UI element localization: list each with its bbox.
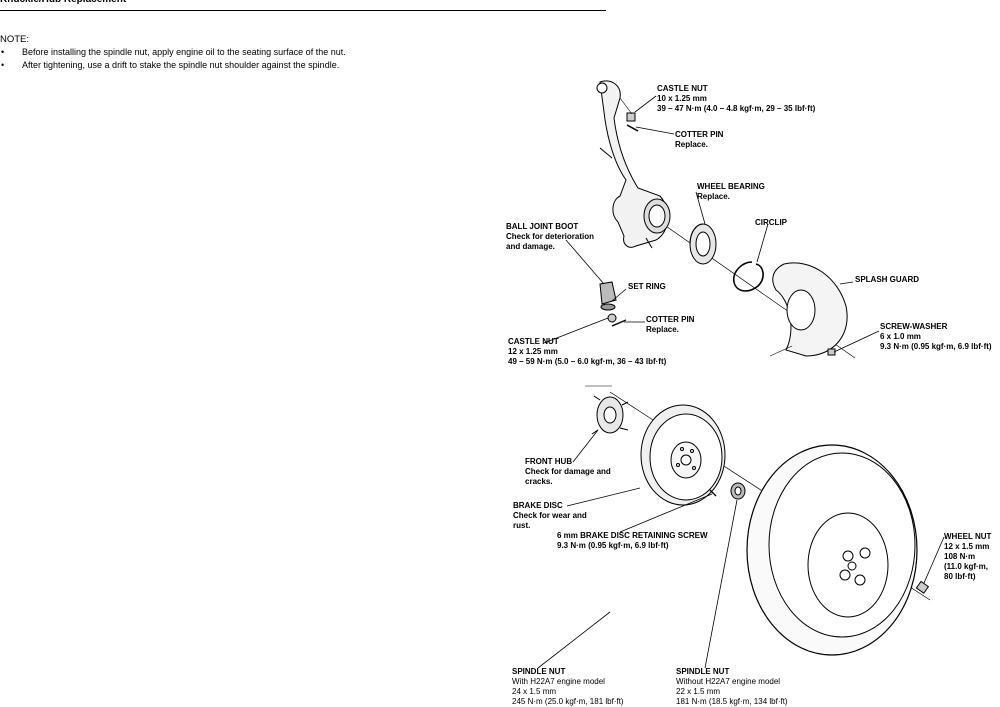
castle-nut-top-name: CASTLE NUT bbox=[657, 84, 708, 93]
cotter-pin-bottom-name: COTTER PIN bbox=[646, 315, 695, 324]
brake-disc-drawing bbox=[640, 404, 726, 506]
cotter-pin-bottom-label: COTTER PIN Replace. bbox=[646, 315, 694, 335]
retaining-screw-name: 6 mm BRAKE DISC RETAINING SCREW bbox=[557, 531, 708, 540]
brake-disc-label: BRAKE DISC Check for wear and rust. bbox=[513, 501, 587, 531]
splash-guard-label: SPLASH GUARD bbox=[855, 275, 919, 285]
splash-guard-drawing bbox=[769, 262, 848, 357]
leader-lines bbox=[537, 95, 945, 669]
set-ring-label: SET RING bbox=[628, 282, 666, 292]
wheel-nut-drawing bbox=[915, 580, 930, 594]
spindle-nut-with-model: With H22A7 engine model bbox=[512, 677, 605, 686]
splash-guard-name: SPLASH GUARD bbox=[855, 275, 920, 284]
screw-washer-label: SCREW-WASHER 6 x 1.0 mm 9.3 N·m (0.95 kg… bbox=[880, 322, 992, 352]
spindle-nut-with-name: SPINDLE NUT bbox=[512, 667, 566, 676]
circlip-drawing bbox=[732, 261, 764, 292]
front-hub-name: FRONT HUB bbox=[525, 457, 573, 466]
knuckle-drawing bbox=[596, 80, 671, 249]
spindle-nut-without-model: Without H22A7 engine model bbox=[676, 677, 781, 686]
ball-joint-boot-name: BALL JOINT BOOT bbox=[506, 222, 579, 231]
note-text: Before installing the spindle nut, apply… bbox=[22, 47, 346, 57]
front-hub-note-1: Check for damage and bbox=[525, 467, 611, 476]
set-ring-name: SET RING bbox=[628, 282, 666, 291]
front-hub-drawing bbox=[585, 385, 629, 435]
wheel-nut-size: 12 x 1.5 mm bbox=[944, 542, 990, 551]
wheel-bearing-drawing bbox=[689, 223, 717, 265]
castle-nut-bottom-size: 12 x 1.25 mm bbox=[508, 347, 558, 356]
wheel-bearing-name: WHEEL BEARING bbox=[697, 182, 765, 191]
note-text: After tightening, use a drift to stake t… bbox=[22, 59, 340, 70]
note-item: • Before installing the spindle nut, appl… bbox=[0, 46, 346, 59]
screw-washer-drawing bbox=[827, 348, 836, 356]
spindle-nut-with-size: 24 x 1.5 mm bbox=[512, 687, 557, 696]
castle-nut-top-label: CASTLE NUT 10 x 1.25 mm 39 – 47 N·m (4.0… bbox=[657, 84, 815, 114]
brake-disc-name: BRAKE DISC bbox=[513, 501, 563, 510]
circlip-label: CIRCLIP bbox=[755, 218, 787, 228]
cotter-pin-bottom-note: Replace. bbox=[646, 325, 679, 334]
ball-joint-boot-note-1: Check for deterioration bbox=[506, 232, 595, 241]
wheel-bearing-label: WHEEL BEARING Replace. bbox=[697, 182, 765, 202]
brake-disc-note-2: rust. bbox=[513, 521, 531, 530]
retaining-screw-torque: 9.3 N·m (0.95 kgf·m, 6.9 lbf·ft) bbox=[557, 541, 669, 550]
spindle-nut-without-name: SPINDLE NUT bbox=[676, 667, 730, 676]
wheel-nut-torque-lbfft: 80 lbf·ft) bbox=[944, 572, 976, 581]
circlip-name: CIRCLIP bbox=[755, 218, 787, 227]
castle-nut-top-size: 10 x 1.25 mm bbox=[657, 94, 707, 103]
screw-washer-size: 6 x 1.0 mm bbox=[880, 332, 921, 341]
brake-disc-note-1: Check for wear and bbox=[513, 511, 587, 520]
retaining-screw-label: 6 mm BRAKE DISC RETAINING SCREW 9.3 N·m … bbox=[557, 531, 708, 551]
bullet-icon: • bbox=[1, 59, 5, 70]
castle-nut-bottom-torque: 49 – 59 N·m (5.0 – 6.0 kgf·m, 36 – 43 lb… bbox=[508, 357, 667, 366]
spindle-nut-without-size: 22 x 1.5 mm bbox=[676, 687, 721, 696]
ball-joint-boot-note-2: and damage. bbox=[506, 242, 555, 251]
spindle-nut-without-label: SPINDLE NUT Without H22A7 engine model 2… bbox=[676, 667, 788, 707]
front-hub-note-2: cracks. bbox=[525, 477, 553, 486]
screw-washer-name: SCREW-WASHER bbox=[880, 322, 948, 331]
wheel-nut-label: WHEEL NUT 12 x 1.5 mm 108 N·m (11.0 kgf·… bbox=[944, 532, 991, 582]
note-list: • Before installing the spindle nut, appl… bbox=[0, 46, 346, 71]
cotter-pin-top-name: COTTER PIN bbox=[675, 130, 724, 139]
wheel-tire-drawing bbox=[746, 444, 918, 656]
note-item: • After tightening, use a drift to stake … bbox=[0, 59, 346, 72]
castle-nut-top-torque: 39 – 47 N·m (4.0 – 4.8 kgf·m, 29 – 35 lb… bbox=[657, 104, 816, 113]
wheel-nut-name: WHEEL NUT bbox=[944, 532, 992, 541]
note-heading: NOTE: bbox=[0, 34, 30, 45]
spindle-nut-drawing bbox=[730, 482, 746, 500]
wheel-bearing-note: Replace. bbox=[697, 192, 730, 201]
spindle-nut-without-torque: 181 N·m (18.5 kgf·m, 134 lbf·ft) bbox=[676, 697, 788, 706]
wheel-nut-torque-kgfm: (11.0 kgf·m, bbox=[944, 562, 989, 571]
spindle-nut-with-label: SPINDLE NUT With H22A7 engine model 24 x… bbox=[512, 667, 624, 707]
castle-nut-bottom-name: CASTLE NUT bbox=[508, 337, 559, 346]
castle-nut-top-drawing bbox=[619, 97, 639, 132]
front-hub-label: FRONT HUB Check for damage and cracks. bbox=[525, 457, 611, 487]
castle-nut-bottom-label: CASTLE NUT 12 x 1.25 mm 49 – 59 N·m (5.0… bbox=[508, 337, 666, 367]
spindle-nut-with-torque: 245 N·m (25.0 kgf·m, 181 lbf·ft) bbox=[512, 697, 624, 706]
screw-washer-torque: 9.3 N·m (0.95 kgf·m, 6.9 lbf·ft) bbox=[880, 342, 992, 351]
ball-joint-boot-drawing bbox=[599, 281, 627, 327]
page-title: Knuckle/Hub Replacement bbox=[0, 0, 606, 11]
cotter-pin-top-note: Replace. bbox=[675, 140, 708, 149]
cotter-pin-top-label: COTTER PIN Replace. bbox=[675, 130, 723, 150]
wheel-nut-torque-nm: 108 N·m bbox=[944, 552, 976, 561]
bullet-icon: • bbox=[1, 47, 5, 57]
ball-joint-boot-label: BALL JOINT BOOT Check for deterioration … bbox=[506, 222, 594, 252]
